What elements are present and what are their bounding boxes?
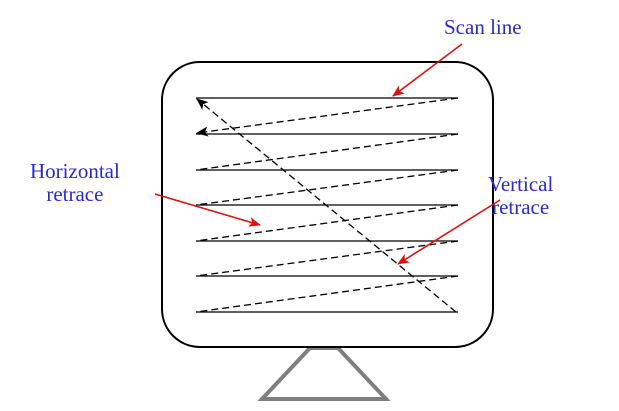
scan-line-label: Scan line — [444, 15, 522, 39]
pointer-arrows — [154, 43, 501, 265]
horizontal-retrace-pointer-arrow — [154, 193, 261, 227]
horizontal-retrace-line — [195, 275, 459, 313]
vertical-retrace-label: Vertical retrace — [488, 173, 553, 219]
horizontal-retraces — [195, 97, 459, 313]
monitor-stand — [257, 346, 391, 401]
horizontal-retrace-label-line1: Horizontal — [30, 159, 120, 183]
vertical-retrace-label-line2: retrace — [492, 195, 550, 219]
horizontal-retrace-label-line2: retrace — [46, 182, 104, 206]
horizontal-retrace-line — [195, 240, 459, 277]
vertical-retrace-label-line1: Vertical — [488, 172, 554, 196]
vertical-retrace-pointer-arrow — [397, 199, 501, 265]
horizontal-retrace-line — [195, 133, 459, 171]
horizontal-retrace-line — [195, 169, 459, 206]
scan-line-pointer-arrow — [392, 43, 463, 97]
vertical-retrace-line — [196, 98, 457, 313]
horizontal-retrace-line — [195, 204, 459, 242]
horizontal-retrace-label: Horizontal retrace — [30, 160, 120, 206]
